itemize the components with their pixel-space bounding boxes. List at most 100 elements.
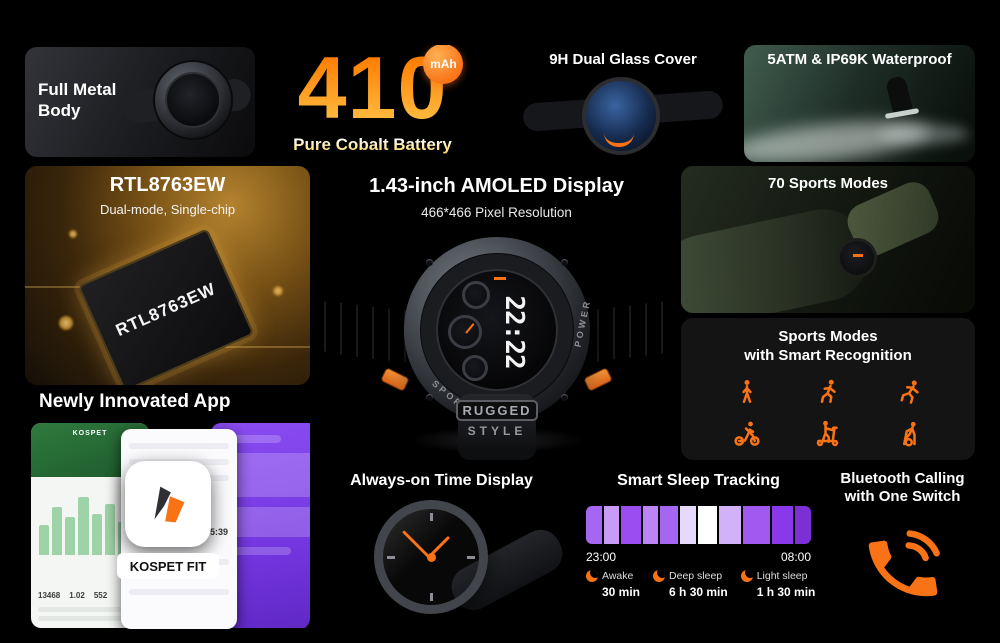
sleep-segment xyxy=(772,506,793,544)
battery-caption: Pure Cobalt Battery xyxy=(293,135,452,155)
display-subtitle: 466*466 Pixel Resolution xyxy=(421,205,572,220)
face-accent-tick xyxy=(494,277,506,280)
bokeh-dot xyxy=(69,230,77,238)
walking-icon xyxy=(742,379,753,403)
chip-print-label: RTL8763EW xyxy=(112,279,219,341)
app-name-label: KOSPET FIT xyxy=(117,553,219,579)
kick-scooter-icon xyxy=(816,420,839,446)
watch-face xyxy=(165,72,221,128)
glass-cover-title: 9H Dual Glass Cover xyxy=(549,51,697,68)
full-metal-line1: Full Metal xyxy=(38,80,117,99)
app-placeholder-block xyxy=(221,435,281,443)
panel-amoled-display: 1.43-inch AMOLED Display 466*466 Pixel R… xyxy=(318,166,675,460)
app-stat-calories: 552 xyxy=(93,591,108,600)
app-stat-steps: 13468 xyxy=(38,591,61,600)
chipset-subtitle: Dual-mode, Single-chip xyxy=(99,202,236,217)
sleep-segment xyxy=(698,506,717,544)
legend-label: Awake xyxy=(602,570,634,582)
panel-chipset: RTL8763EW RTL8763EW Dual-mode, Single-ch… xyxy=(25,166,310,385)
panel-smart-recognition: Sports Modes with Smart Recognition xyxy=(681,318,975,460)
sub-dial-left xyxy=(448,315,482,349)
elliptical-icon xyxy=(902,421,916,447)
kospet-logo-mark xyxy=(154,486,185,523)
kospet-fit-app-icon xyxy=(125,461,211,547)
band-print: RUGGED STYLE xyxy=(456,400,538,438)
moon-icon xyxy=(740,570,753,582)
sleep-legend: Awake 30 min Deep sleep 6 h 30 min Light… xyxy=(586,570,823,599)
hour-marker xyxy=(387,555,395,559)
always-on-title: Always-on Time Display xyxy=(350,472,533,489)
legend-label: Light sleep xyxy=(756,570,808,582)
app-placeholder-block xyxy=(221,547,291,555)
running-icon xyxy=(820,379,836,403)
app-placeholder-line xyxy=(38,616,142,621)
circuit-trace xyxy=(25,286,115,288)
chipset-title: RTL8763EW xyxy=(109,174,226,196)
panel-full-metal-body: Full Metal Body xyxy=(25,47,255,157)
recognition-title-line2: with Smart Recognition xyxy=(744,347,912,364)
recognition-title-line1: Sports Modes xyxy=(778,328,878,345)
bluetooth-title-line2: with One Switch xyxy=(844,488,961,505)
app-stats-row: 13468 1.02 552 xyxy=(38,591,107,600)
watch-accent-arc xyxy=(604,133,634,147)
bokeh-dot xyxy=(273,286,283,296)
sleep-segment xyxy=(659,506,679,544)
legend-value: 30 min xyxy=(602,585,641,599)
wave-foam xyxy=(879,124,969,144)
panel-sports-modes: 70 Sports Modes xyxy=(681,166,975,313)
legend-awake: Awake 30 min xyxy=(586,570,640,599)
watch-band-right xyxy=(579,300,671,364)
sleep-segment xyxy=(604,506,619,544)
hero-watch: 22:22 SPORT POWER RUGGED STYLE xyxy=(318,224,675,460)
sleep-segment xyxy=(680,506,697,544)
watch-accent-tick xyxy=(853,254,863,257)
sprinting-icon xyxy=(900,380,919,404)
dial-needle xyxy=(465,323,475,334)
sleep-segment xyxy=(794,506,811,544)
sleep-segment xyxy=(743,506,771,544)
app-title: Newly Innovated App xyxy=(39,391,231,412)
sub-dial-top xyxy=(462,281,490,309)
legend-value: 1 h 30 min xyxy=(756,585,816,599)
app-stat-distance: 1.02 xyxy=(69,591,85,600)
display-title: 1.43-inch AMOLED Display xyxy=(369,175,624,197)
panel-app: Newly Innovated App KOSPET 13468 1.02 55… xyxy=(25,389,310,630)
bezel-screw xyxy=(561,259,568,266)
battery-value: 410 xyxy=(297,45,448,137)
panel-sleep-tracking: Smart Sleep Tracking 23:00 08:00 Awake 3… xyxy=(572,464,825,630)
sleep-segment xyxy=(718,506,742,544)
phone-call-icon xyxy=(868,530,940,597)
hour-marker xyxy=(429,513,433,521)
app-placeholder-line xyxy=(38,607,142,612)
watch-orange-button-right xyxy=(583,367,613,392)
legend-light-sleep: Light sleep 1 h 30 min xyxy=(740,570,816,599)
watch-time: 22:22 xyxy=(499,295,529,369)
sleep-segment xyxy=(643,506,658,544)
panel-waterproof: 5ATM & IP69K Waterproof xyxy=(744,45,975,162)
battery-capacity: 410 mAh xyxy=(297,45,464,137)
bezel-screw xyxy=(426,394,433,401)
legend-deep-sleep: Deep sleep 6 h 30 min xyxy=(653,570,728,599)
band-print-line1: RUGGED xyxy=(456,400,538,421)
sleep-segment xyxy=(586,506,603,544)
chip-package: RTL8763EW xyxy=(77,228,255,385)
bokeh-dot xyxy=(59,316,73,330)
cycling-icon xyxy=(734,421,760,446)
sleep-title: Smart Sleep Tracking xyxy=(617,472,780,489)
sleep-time-range: 23:00 08:00 xyxy=(586,550,811,564)
battery-unit-badge: mAh xyxy=(423,45,464,84)
bezel-screw xyxy=(426,259,433,266)
transparent-watch-face xyxy=(374,500,488,614)
app-placeholder-line xyxy=(129,589,229,595)
full-metal-line2: Body xyxy=(38,101,81,121)
panel-always-on: Always-on Time Display xyxy=(318,464,565,630)
sports-modes-title: 70 Sports Modes xyxy=(767,175,889,192)
moon-icon xyxy=(586,570,598,582)
watch-face: 22:22 xyxy=(436,269,558,391)
moon-icon xyxy=(653,570,666,582)
watch-orange-button-left xyxy=(380,367,410,392)
sleep-end-time: 08:00 xyxy=(780,550,811,564)
hour-marker xyxy=(467,555,475,559)
panel-bluetooth-calling: Bluetooth Calling with One Switch xyxy=(830,464,975,630)
